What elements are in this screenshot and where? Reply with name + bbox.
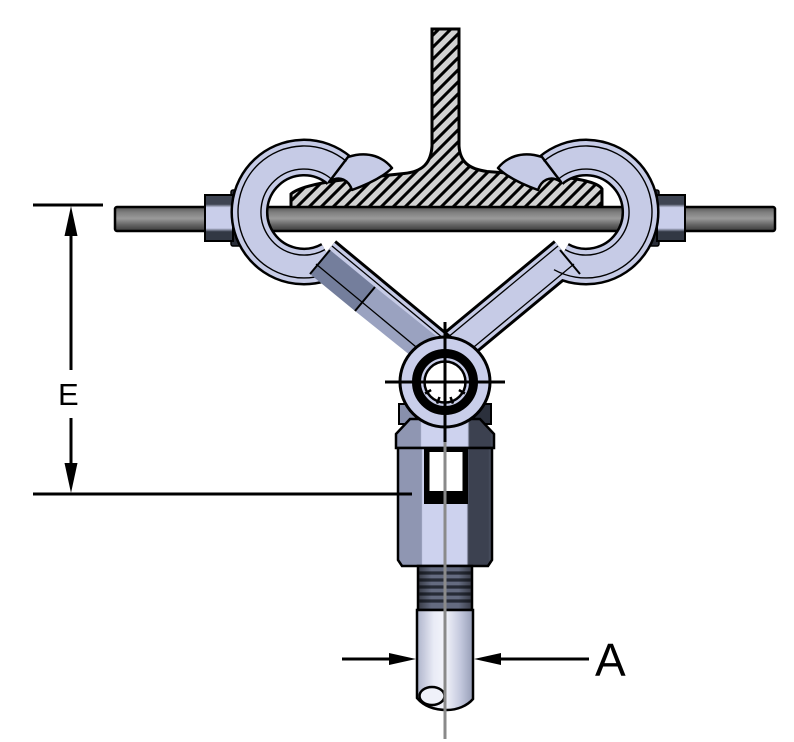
right-hex-nut [656, 194, 686, 242]
left-arm-dark-facet [310, 250, 375, 311]
pin-center-mark [385, 322, 505, 442]
dim-e-arrow-down [64, 463, 78, 493]
dimension-e [33, 203, 412, 496]
beam-hatch-pattern [289, 27, 604, 209]
dim-a-arrow-right [474, 653, 501, 665]
left-hex-nut [204, 194, 234, 242]
dimension-a-label: A [595, 634, 626, 686]
dim-a-arrow-left [389, 653, 416, 665]
hanger-rod-end-face [418, 685, 446, 707]
left-claw-tip [327, 153, 394, 192]
dim-e-arrow-up [64, 206, 78, 236]
i-beam-section [289, 27, 604, 209]
dimension-e-label: E [58, 377, 79, 412]
right-claw [436, 138, 660, 367]
cross-rod [113, 205, 777, 233]
cross-rod-bar [113, 205, 777, 233]
